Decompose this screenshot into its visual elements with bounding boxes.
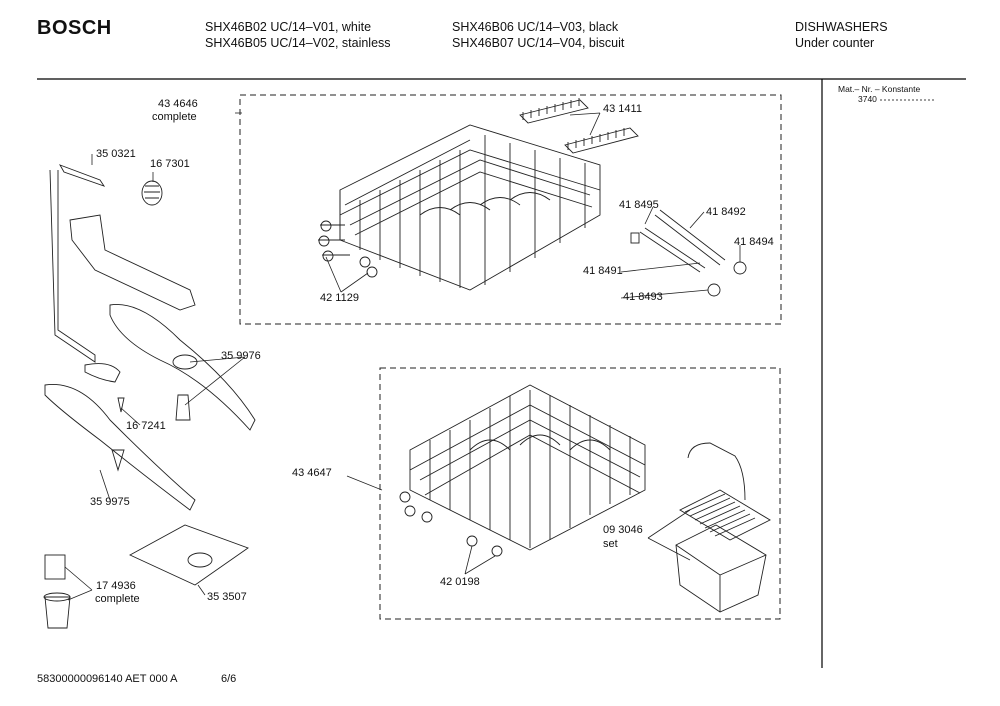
tine-strips-drawing <box>519 98 639 154</box>
label-part-421129: 42 1129 <box>320 292 359 304</box>
model-line: SHX46B06 UC/14–V03, black <box>452 20 619 34</box>
label-part-418493: 41 8493 <box>623 291 663 303</box>
footer-page-number: 6/6 <box>221 673 237 685</box>
sidebar-note-label: Mat.– Nr. – Konstante <box>838 84 921 94</box>
label-part-418495: 41 8495 <box>619 199 659 211</box>
label-part-420198: 42 0198 <box>440 576 480 588</box>
label-part-418491: 41 8491 <box>583 265 623 277</box>
cutlery-basket-drawing <box>675 442 771 613</box>
label-upper-rack-note: complete <box>152 111 197 123</box>
brand-logo: BOSCH <box>37 17 112 39</box>
upper-rack-group-box <box>239 94 782 325</box>
filter-plate-drawing <box>43 524 249 629</box>
label-part-418494: 41 8494 <box>734 236 774 248</box>
label-part-431411: 43 1411 <box>603 103 642 115</box>
label-part-359975: 35 9975 <box>90 496 130 508</box>
label-part-359976: 35 9976 <box>221 350 261 362</box>
category-block: DISHWASHERS Under counter <box>795 19 888 51</box>
spray-arm-assembly-drawing <box>44 164 256 511</box>
category-subtitle: Under counter <box>795 36 875 50</box>
label-part-350321: 35 0321 <box>96 148 136 160</box>
lower-rack-drawing <box>399 384 646 557</box>
label-part-353507: 35 3507 <box>207 591 247 603</box>
label-part-167301: 16 7301 <box>150 158 190 170</box>
rail-parts-drawing <box>630 209 747 297</box>
lower-rack-group-box <box>379 367 781 620</box>
label-part-174936-note: complete <box>95 593 140 605</box>
label-part-174936: 17 4936 <box>96 580 136 592</box>
model-line: SHX46B07 UC/14–V04, biscuit <box>452 36 625 50</box>
model-line: SHX46B05 UC/14–V02, stainless <box>205 36 391 50</box>
label-part-418492: 41 8492 <box>706 206 746 218</box>
model-list-right: SHX46B06 UC/14–V03, black SHX46B07 UC/14… <box>452 19 624 51</box>
sidebar-note-value: 3740 <box>858 94 877 104</box>
model-line: SHX46B02 UC/14–V01, white <box>205 20 372 34</box>
model-list-left: SHX46B02 UC/14–V01, white SHX46B05 UC/14… <box>205 19 391 51</box>
upper-rack-drawing <box>318 124 601 291</box>
leader-lines <box>64 112 741 601</box>
label-part-167241: 16 7241 <box>126 420 166 432</box>
label-part-093046: 09 3046 <box>603 524 643 536</box>
category-title: DISHWASHERS <box>795 20 888 34</box>
label-upper-rack: 43 4646 <box>158 98 198 110</box>
label-part-093046-note: set <box>603 538 618 550</box>
label-lower-rack: 43 4647 <box>292 467 332 479</box>
footer-document-code: 58300000096140 AET 000 A <box>37 673 178 685</box>
